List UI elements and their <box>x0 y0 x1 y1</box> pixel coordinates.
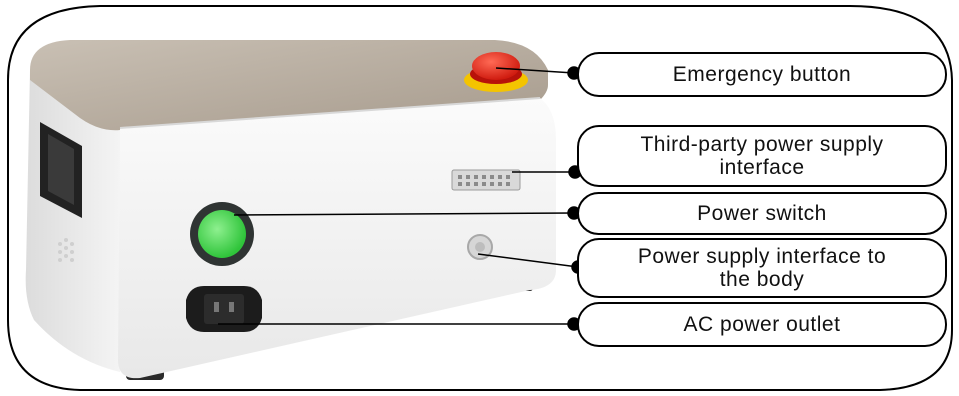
emergency-button-cap <box>472 52 520 80</box>
body-interface-text-line1: Power supply interface to <box>637 245 887 268</box>
speaker-grille <box>58 238 74 262</box>
body-interface-label: Power supply interface to the body <box>577 238 947 298</box>
power-switch-text: Power switch <box>697 202 827 225</box>
outer-frame <box>7 5 953 391</box>
third-party-text-line2: interface <box>719 156 805 179</box>
third-party-connector <box>451 169 521 191</box>
emergency-button-label: Emergency button <box>577 52 947 97</box>
third-party-text-line1: Third-party power supply <box>640 133 884 156</box>
ac-outlet-text: AC power outlet <box>683 313 841 336</box>
emergency-button-text: Emergency button <box>672 63 852 86</box>
ac-outlet-label: AC power outlet <box>577 302 947 347</box>
power-switch-label: Power switch <box>577 192 947 235</box>
power-switch <box>198 210 246 258</box>
body-interface-text-line2: the body <box>719 268 805 291</box>
third-party-interface-label: Third-party power supply interface <box>577 125 947 187</box>
device-front <box>118 98 556 379</box>
